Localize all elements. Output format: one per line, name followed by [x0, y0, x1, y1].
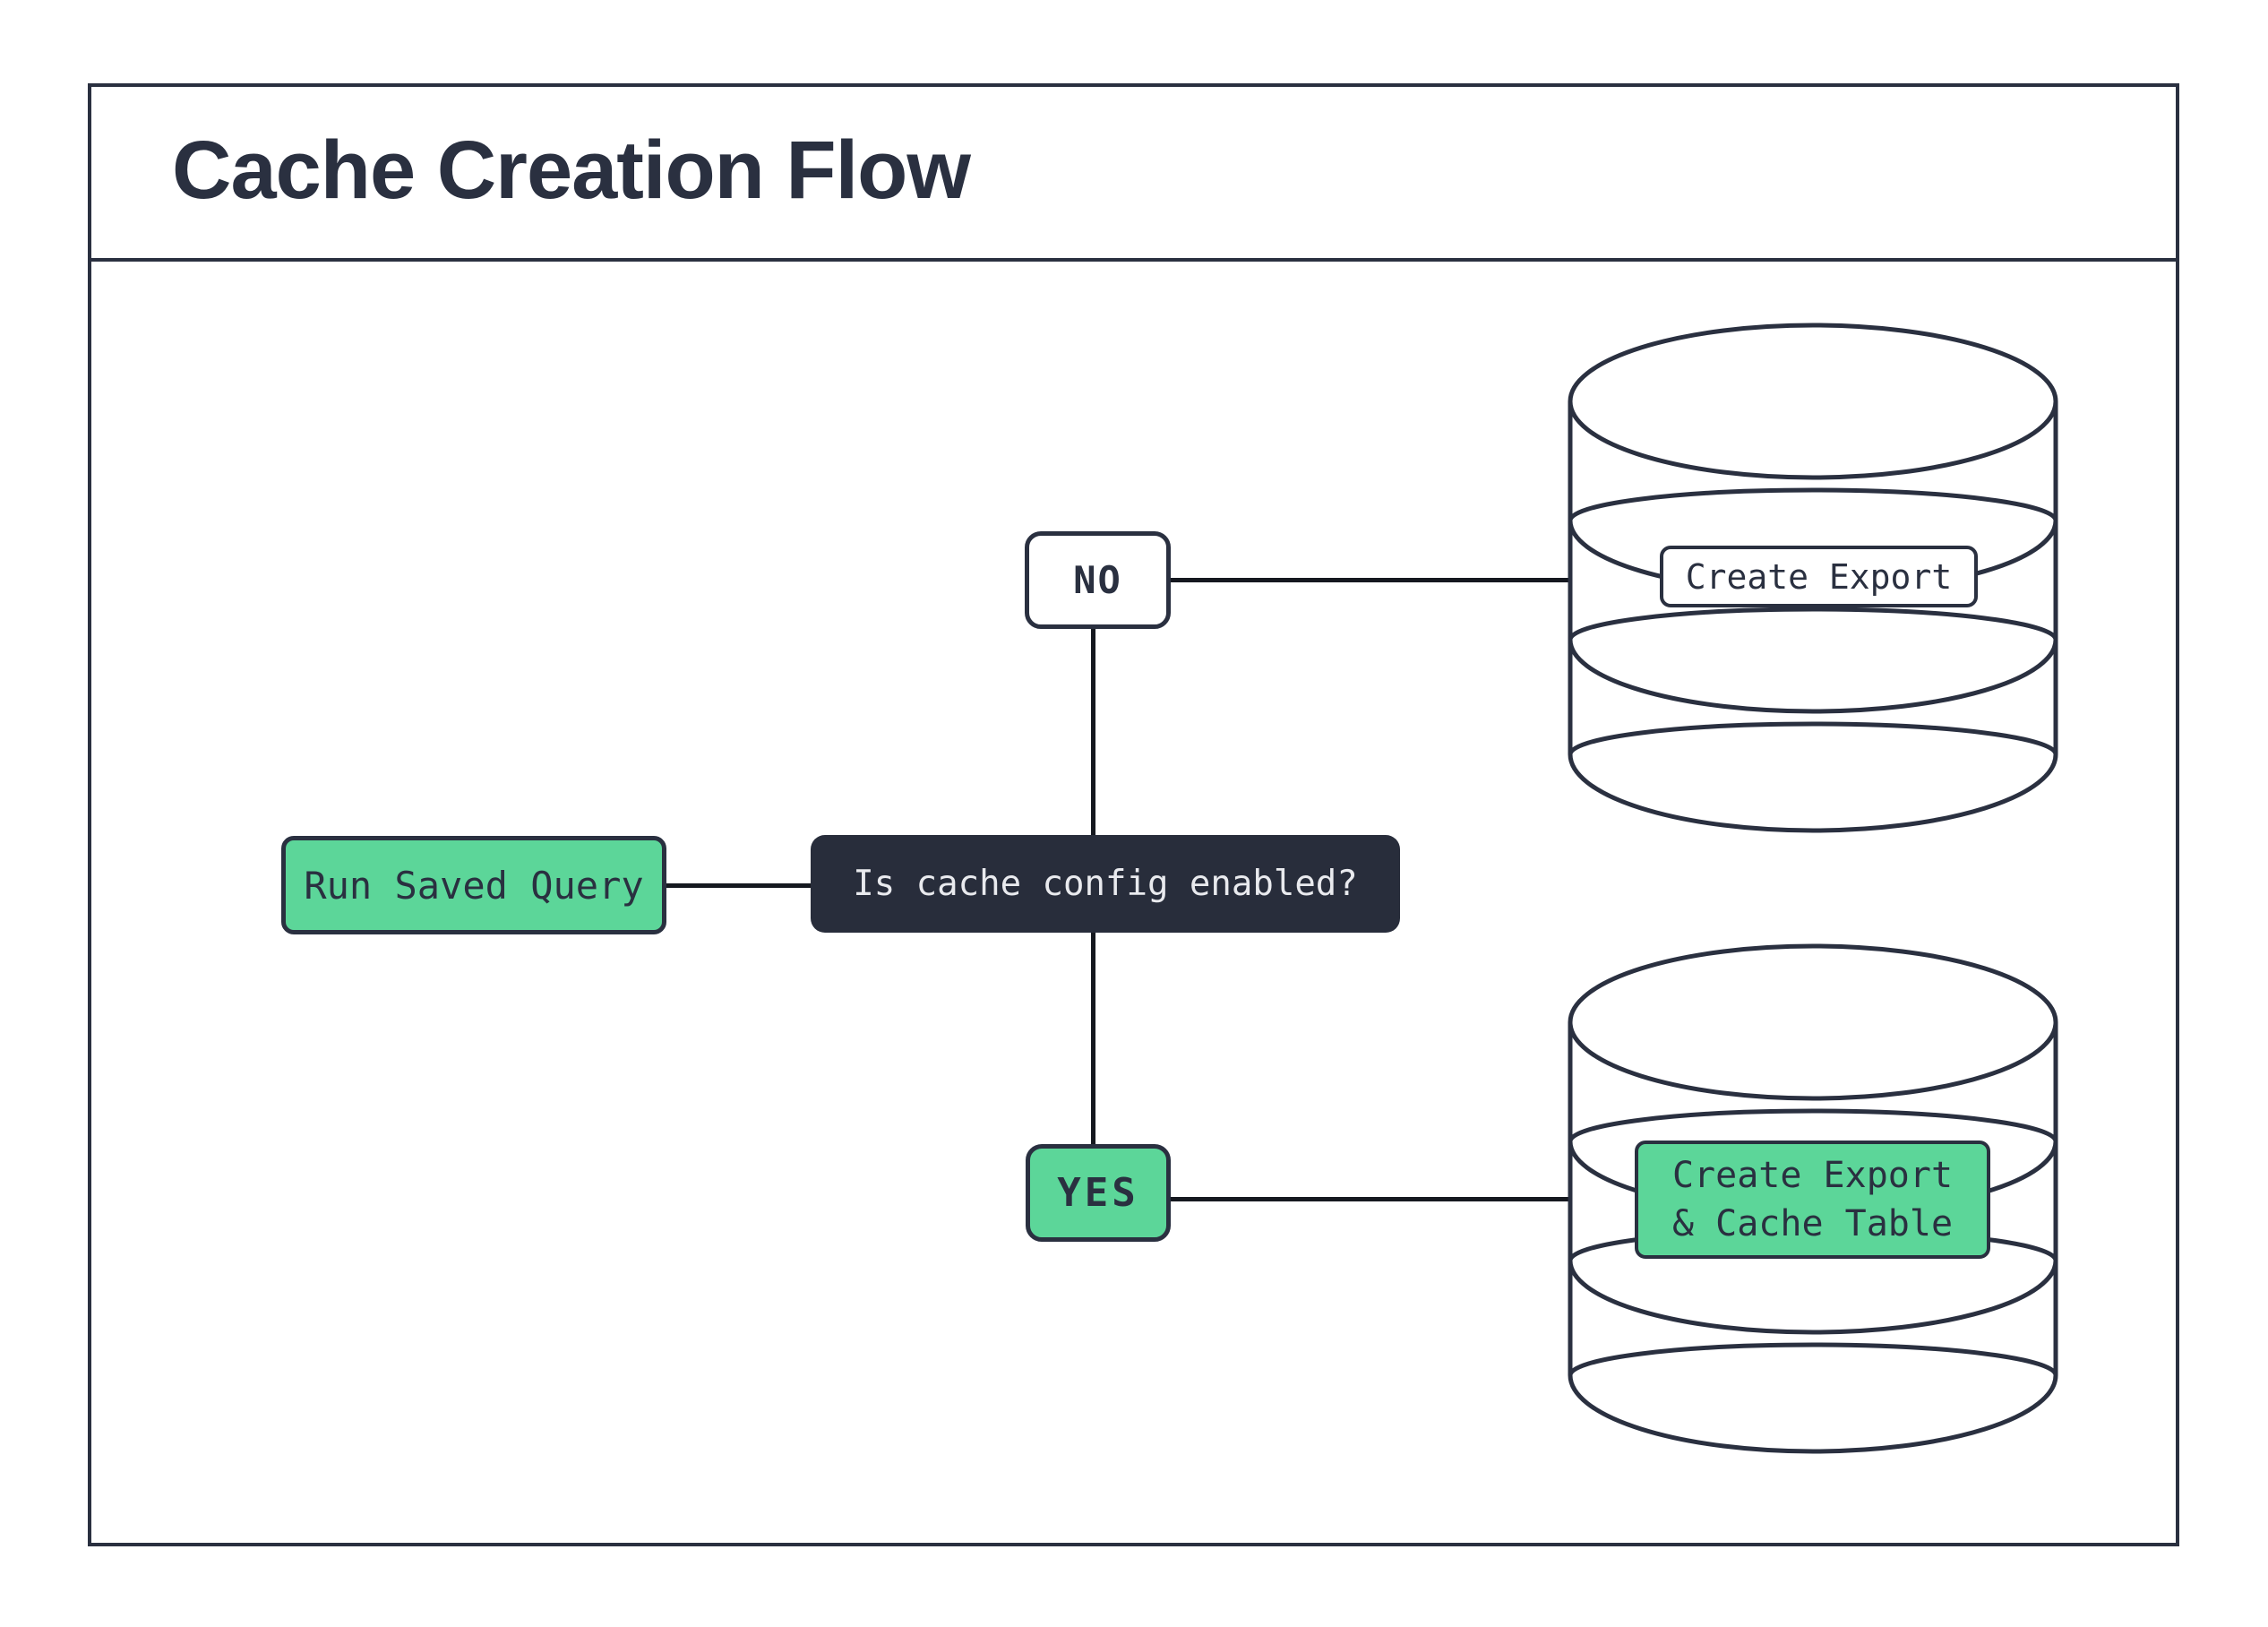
diagram-header: Cache Creation Flow: [88, 83, 2179, 262]
node-branch-yes: YES: [1026, 1144, 1171, 1242]
node-decision-label: Is cache config enabled?: [853, 864, 1358, 904]
node-branch-no-label: NO: [1073, 558, 1122, 602]
node-branch-yes-label: YES: [1057, 1170, 1139, 1216]
connector-decision-to-no: [1091, 629, 1095, 835]
node-branch-no: NO: [1025, 531, 1171, 629]
node-run-saved-query-label: Run Saved Query: [304, 863, 644, 908]
connector-start-to-decision: [666, 883, 811, 888]
label-create-export-text: Create Export: [1685, 556, 1953, 597]
label-create-export-cache-line2: & Cache Table: [1671, 1203, 1954, 1244]
database-export-icon: [1568, 323, 2058, 833]
connector-yes-to-cache-db: [1171, 1197, 1569, 1201]
label-create-export-cache-table: Create Export & Cache Table: [1635, 1141, 1990, 1259]
label-create-export: Create Export: [1660, 546, 1978, 607]
node-decision-cache-config: Is cache config enabled?: [811, 835, 1400, 933]
page-title: Cache Creation Flow: [172, 125, 971, 216]
node-run-saved-query: Run Saved Query: [281, 836, 666, 934]
connector-decision-to-yes: [1091, 933, 1095, 1144]
database-cache-icon: [1568, 943, 2058, 1454]
label-create-export-cache-line1: Create Export: [1671, 1155, 1954, 1196]
connector-no-to-export-db: [1171, 578, 1569, 582]
